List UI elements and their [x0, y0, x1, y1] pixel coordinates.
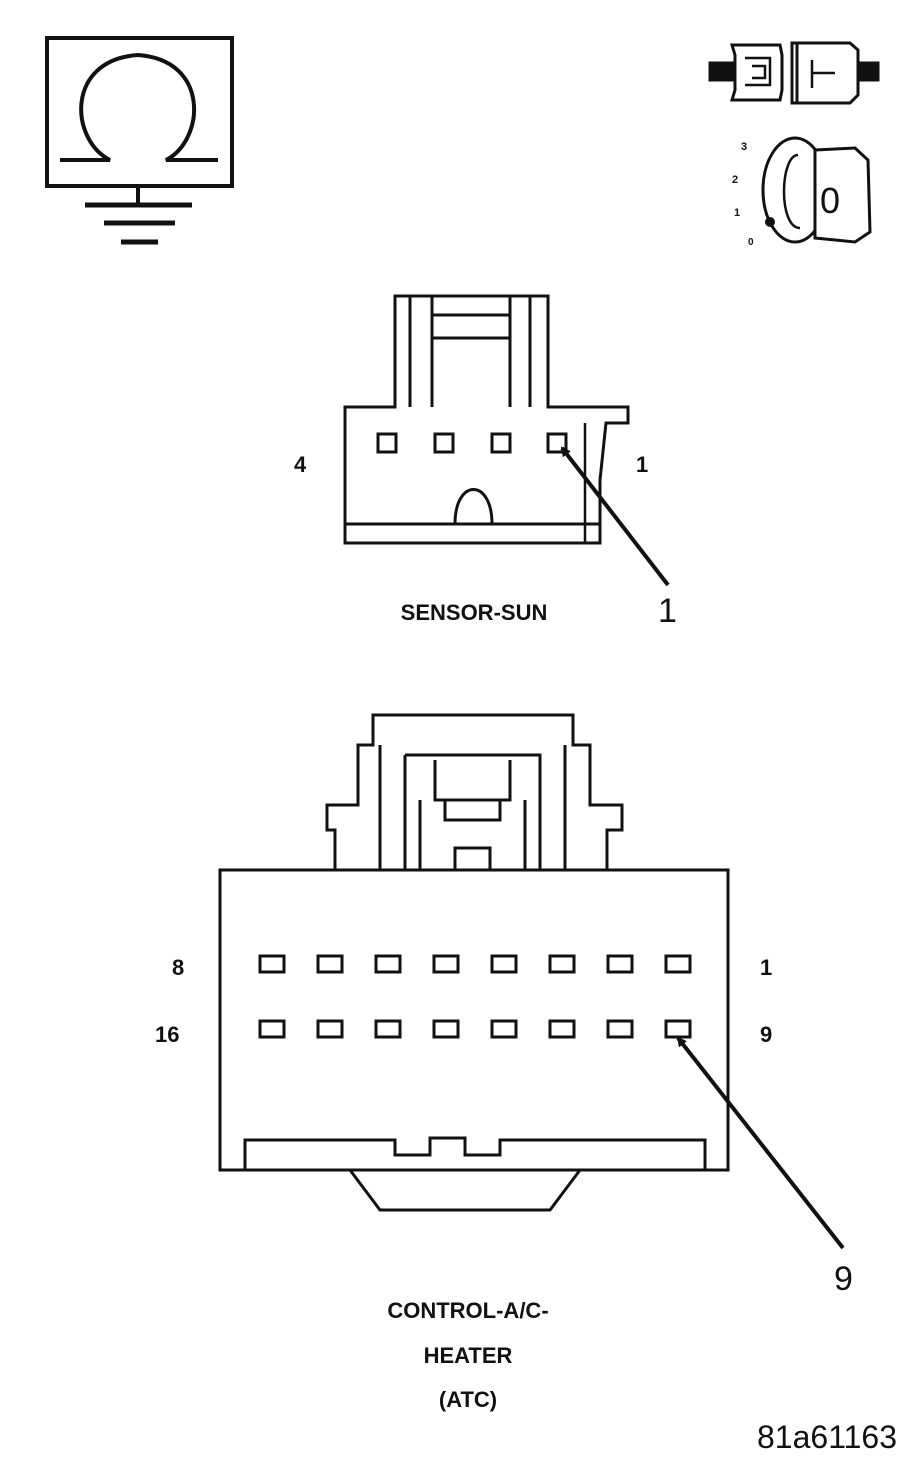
sensor-sun-cavities [376, 432, 568, 454]
control-heater-cavity [548, 1019, 576, 1039]
control-heater-cavity [374, 1019, 402, 1039]
sensor-sun-pin-label-1: 1 [636, 452, 648, 477]
control-heater-cavities [258, 954, 692, 1039]
ignition-key-label: 0 [820, 180, 840, 221]
control-heater-cavity [258, 1019, 286, 1039]
control-heater-name-line3: (ATC) [439, 1387, 497, 1412]
sensor-sun-name: SENSOR-SUN [401, 600, 548, 625]
control-heater-cavity [606, 1019, 634, 1039]
control-heater-cavity [548, 954, 576, 974]
control-heater-pin-label-1: 1 [760, 955, 772, 980]
ignition-position-1: 1 [734, 207, 740, 219]
sensor-sun-callout-arrow [560, 446, 670, 587]
control-heater-connector: 8 1 16 9 9 CONTROL-A/C- HEATER (ATC) [155, 713, 853, 1412]
sensor-sun-cavity [433, 432, 455, 454]
sensor-sun-pin-label-4: 4 [294, 452, 307, 477]
control-heater-cavity [490, 954, 518, 974]
control-heater-cavity [664, 954, 692, 974]
figure-id: 81a61163 [757, 1419, 897, 1455]
sensor-sun-cavity [376, 432, 398, 454]
control-heater-cavity [316, 1019, 344, 1039]
ignition-position-2: 2 [732, 174, 738, 186]
ignition-position-3: 3 [741, 141, 747, 153]
sensor-sun-connector: 4 1 1 SENSOR-SUN [294, 294, 677, 630]
control-heater-callout-number: 9 [834, 1260, 853, 1298]
sensor-sun-cavity [490, 432, 512, 454]
ignition-position-0: 0 [748, 237, 754, 248]
control-heater-pin-label-8: 8 [172, 955, 184, 980]
control-heater-cavity [664, 1019, 692, 1039]
control-heater-cavity [490, 1019, 518, 1039]
control-heater-cavity [374, 954, 402, 974]
control-heater-name-line2: HEATER [424, 1343, 513, 1368]
control-heater-cavity [432, 1019, 460, 1039]
ignition-key-off-icon: 3 2 1 0 0 [732, 136, 872, 248]
control-heater-pin-label-16: 16 [155, 1022, 179, 1047]
control-heater-pin-label-9: 9 [760, 1022, 772, 1047]
control-heater-callout-arrow [676, 1036, 845, 1250]
ohmmeter-ground-icon [45, 36, 234, 245]
control-heater-cavity [606, 954, 634, 974]
control-heater-cavity [432, 954, 460, 974]
sensor-sun-callout-number: 1 [658, 592, 677, 630]
control-heater-name-line1: CONTROL-A/C- [387, 1298, 548, 1323]
control-heater-cavity [258, 954, 286, 974]
control-heater-cavity [316, 954, 344, 974]
disconnect-connector-icon [708, 41, 880, 105]
